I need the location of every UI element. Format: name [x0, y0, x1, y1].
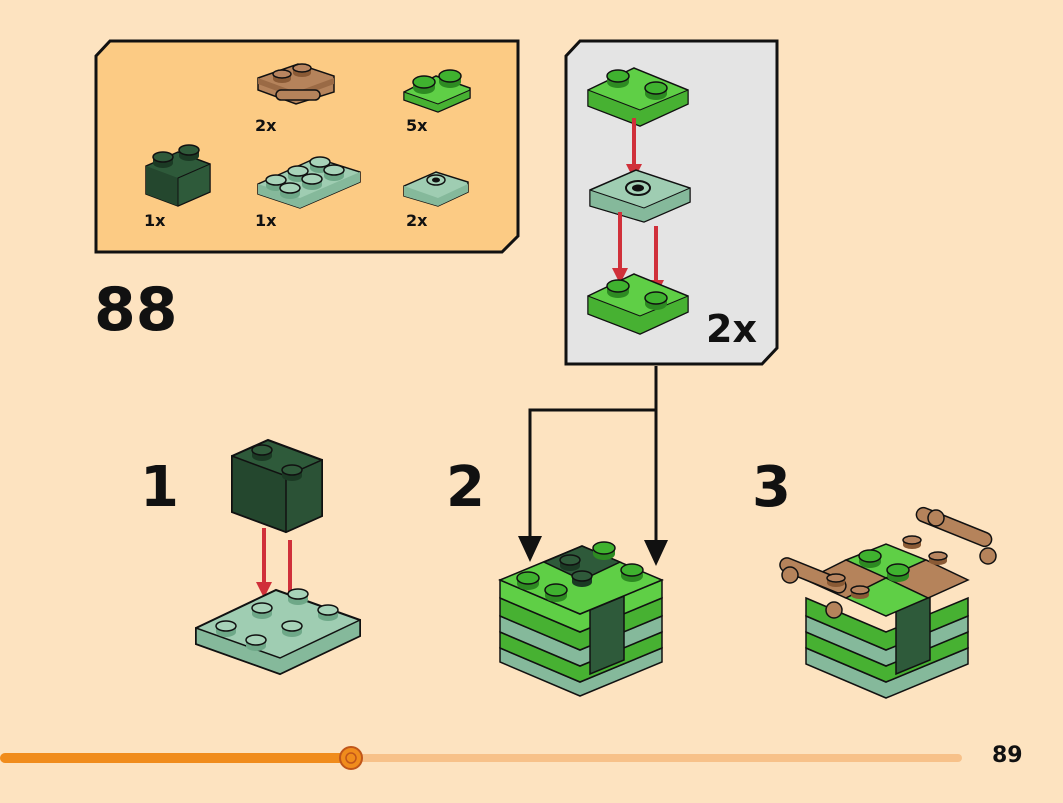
step1-illustration: [195, 438, 361, 676]
step2-illustration: [498, 541, 664, 697]
part-dark-green-brick: [145, 144, 211, 207]
substep-1-label: 1: [140, 455, 179, 520]
part-qty-jumper-plate: 2x: [406, 211, 428, 230]
page-number: 89: [992, 743, 1023, 768]
part-sand-green-jumper: [403, 171, 469, 207]
substep-2-label: 2: [446, 455, 485, 520]
step3-illustration: [779, 506, 997, 699]
subassembly-multiplier: 2x: [706, 307, 757, 351]
part-sand-green-plate-2x3: [257, 156, 361, 209]
substep-3-label: 3: [752, 455, 791, 520]
sub-plate-top: [587, 67, 689, 127]
part-qty-bright-green-plate: 5x: [406, 116, 428, 135]
part-qty-sand-green-plate: 1x: [255, 211, 277, 230]
sub-plate-bottom: [587, 273, 689, 335]
part-tan-plate-with-bar: [257, 63, 335, 105]
part-qty-tan-plate: 2x: [255, 116, 277, 135]
step-number: 88: [94, 275, 178, 345]
part-qty-dark-green-brick: 1x: [144, 211, 166, 230]
sub-jumper: [589, 169, 691, 223]
progress-fill: [0, 753, 351, 763]
part-bright-green-plate: [403, 69, 471, 113]
